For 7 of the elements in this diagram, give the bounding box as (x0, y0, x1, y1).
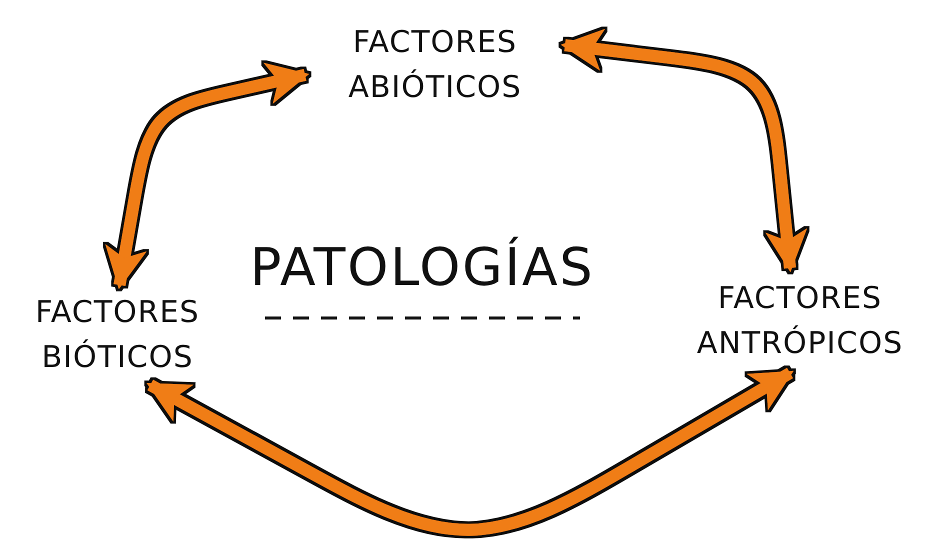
double-arrow (560, 28, 808, 272)
double-arrow (105, 62, 310, 290)
node-label: FACTORES ANTRÓPICOS (696, 280, 904, 362)
center-title: PATOLOGÍAS (250, 238, 595, 298)
double-arrow (146, 368, 794, 536)
node-label: FACTORES ABIÓTICOS (347, 24, 523, 107)
node-label: FACTORES BIÓTICOS (34, 294, 201, 377)
